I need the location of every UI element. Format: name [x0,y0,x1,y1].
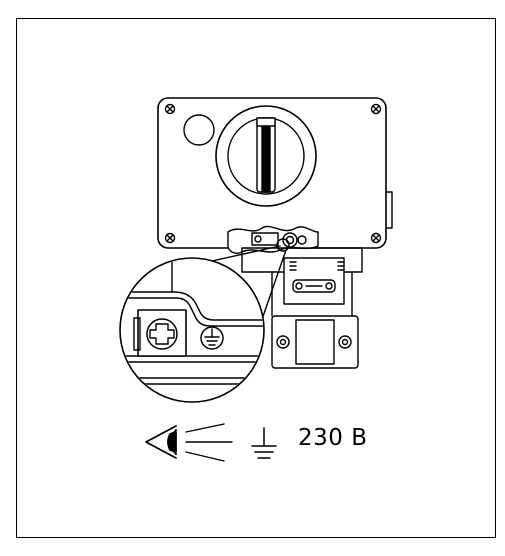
view-lines [185,423,233,462]
corner-screw-icon [164,103,176,115]
callout-target [276,238,290,252]
ground-terminal-icon [200,326,224,350]
ground-icon [251,427,277,459]
magnified-terminal-view [119,257,265,403]
manual-knob [215,105,317,207]
eye-icon [145,425,177,459]
mounting-bracket [241,247,363,369]
actuator-housing [157,97,393,249]
corner-screw-icon [370,232,382,244]
terminal-screw-icon [146,318,178,350]
voltage-label: 230 B [298,425,368,451]
indicator-window [183,114,215,146]
corner-screw-icon [164,232,176,244]
diagram-frame [16,18,496,538]
terminal-cover [227,225,319,255]
corner-screw-icon [370,103,382,115]
